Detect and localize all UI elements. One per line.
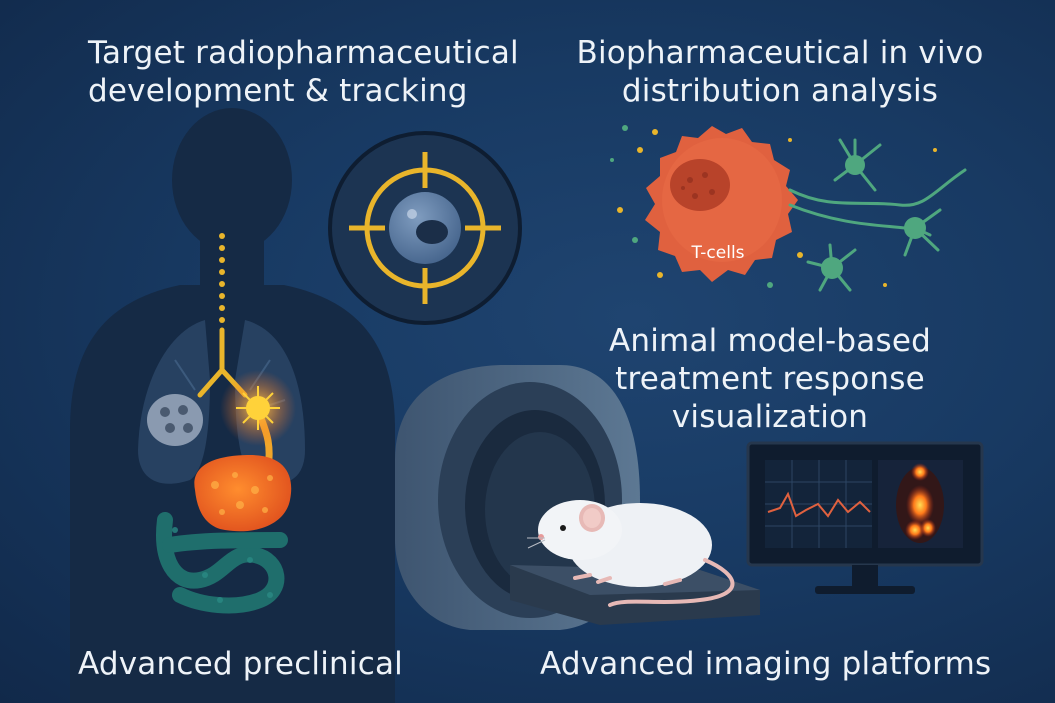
caption-distribution-analysis: Biopharmaceutical in vivo distribution a…	[576, 35, 984, 109]
neuron-bodies	[821, 155, 926, 279]
caption-imaging-platforms: Advanced imaging platforms	[540, 646, 992, 682]
intestines	[156, 512, 288, 614]
caption-target-development: Target radiopharmaceutical development &…	[88, 35, 519, 109]
target-crosshair-icon	[328, 131, 522, 325]
tracer-path	[197, 233, 296, 474]
particles	[610, 125, 937, 288]
caption-preclinical: Advanced preclinical	[78, 646, 403, 682]
caption-animal-model: Animal model-based treatment response vi…	[608, 323, 932, 435]
tumor-cluster	[147, 394, 203, 446]
neuron-illustration	[788, 138, 967, 292]
tcell-label: T-cells	[690, 243, 744, 263]
monitor-with-scans	[746, 441, 984, 594]
stomach	[194, 455, 292, 532]
lab-mouse	[527, 500, 735, 607]
tcell-illustration	[645, 126, 798, 282]
